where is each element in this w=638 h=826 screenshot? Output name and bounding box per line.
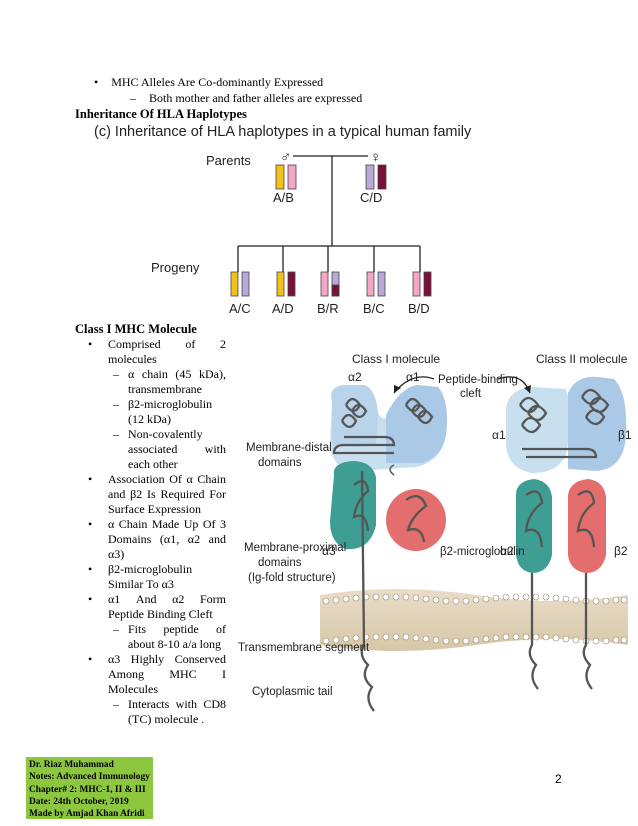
progeny-label-5: B/D bbox=[408, 301, 430, 316]
intro-bullet-text: MHC Alleles Are Co-dominantly Expressed bbox=[111, 75, 324, 89]
list-item: α3 Highly Conserved Among MHC I Molecule… bbox=[86, 652, 226, 697]
haplotype-figure: (c) Inheritance of HLA haplotypes in a t… bbox=[94, 124, 472, 316]
class2-molecule bbox=[506, 376, 627, 690]
class1-title: Class I molecule bbox=[352, 352, 440, 366]
parents-label: Parents bbox=[206, 153, 251, 168]
father-chromosomes bbox=[275, 164, 297, 190]
progeny-label-2: A/D bbox=[272, 301, 294, 316]
class2-beta2-label: β2 bbox=[614, 544, 628, 558]
male-icon: ♂ bbox=[280, 149, 291, 166]
alpha2-label: α2 bbox=[348, 370, 362, 384]
intro-bullet: • MHC Alleles Are Co-dominantly Expresse… bbox=[94, 75, 323, 90]
intro-sub-text: Both mother and father alleles are expre… bbox=[149, 91, 363, 105]
class2-beta1-label: β1 bbox=[618, 428, 631, 442]
distal-domains-label-1: Membrane-distal bbox=[246, 442, 332, 454]
list-item: Association Of α Chain and β2 Is Require… bbox=[86, 472, 226, 517]
haplotype-figure-title: (c) Inheritance of HLA haplotypes in a t… bbox=[94, 124, 472, 140]
progeny-label-3: B/R bbox=[317, 301, 339, 316]
progeny-label-1: A/C bbox=[229, 301, 251, 316]
author-footer: Dr. Riaz Muhammad Notes: Advanced Immuno… bbox=[26, 757, 153, 819]
footer-line: Chapter# 2: MHC-1, II & III bbox=[29, 784, 146, 795]
transmembrane-label: Transmembrane segment bbox=[238, 642, 370, 654]
progeny-label-4: B/C bbox=[363, 301, 385, 316]
class2-title: Class II molecule bbox=[536, 352, 628, 366]
father-haplotype-label: A/B bbox=[273, 190, 294, 205]
beta2-microglobulin-label: β2-microglobulin bbox=[440, 546, 525, 558]
dash: – bbox=[130, 91, 136, 105]
list-subitem: α chain (45 kDa), transmembrane bbox=[86, 367, 226, 397]
footer-line: Notes: Advanced Immunology bbox=[29, 772, 150, 783]
alpha1-label: α1 bbox=[406, 370, 420, 384]
page-number: 2 bbox=[555, 772, 562, 786]
class1-bullet-list: Comprised of 2 molecules α chain (45 kDa… bbox=[86, 337, 226, 727]
cytoplasmic-tail-label: Cytoplasmic tail bbox=[252, 686, 333, 698]
peptide-cleft-label-1: Peptide-binding bbox=[438, 374, 518, 386]
bullet-dot: • bbox=[94, 75, 99, 89]
list-item: α Chain Made Up Of 3 Domains (α1, α2 and… bbox=[86, 517, 226, 562]
distal-domains-label-2: domains bbox=[258, 457, 302, 469]
list-item: β2-microglobulin Similar To α3 bbox=[86, 562, 226, 592]
progeny-label: Progeny bbox=[151, 260, 200, 275]
section-heading-inheritance: Inheritance Of HLA Haplotypes bbox=[75, 107, 247, 121]
cell-membrane bbox=[320, 589, 628, 651]
list-subitem: Interacts with CD8 (TC) molecule . bbox=[86, 697, 226, 727]
class1-molecule bbox=[330, 385, 447, 712]
mother-chromosomes bbox=[365, 164, 387, 190]
footer-line: Date: 24th October, 2019 bbox=[29, 796, 129, 807]
mother-haplotype-label: C/D bbox=[360, 190, 382, 205]
female-icon: ♀ bbox=[370, 149, 381, 166]
progeny-chromosomes bbox=[230, 271, 432, 297]
intro-sub: – Both mother and father alleles are exp… bbox=[130, 91, 362, 106]
list-subitem: Fits peptide of about 8-10 a/a long bbox=[86, 622, 226, 652]
proximal-domains-label-1: Membrane-proximal bbox=[244, 542, 346, 554]
class2-alpha1-label: α1 bbox=[492, 428, 506, 442]
peptide-cleft-label-2: cleft bbox=[460, 388, 482, 400]
footer-line: Made by Amjad Khan Afridi bbox=[29, 809, 145, 820]
proximal-domains-label-3: (Ig-fold structure) bbox=[248, 572, 336, 584]
alpha3-label: α3 bbox=[322, 544, 336, 558]
list-item: Comprised of 2 molecules bbox=[86, 337, 226, 367]
list-subitem: β2-microglobulin (12 kDa) bbox=[86, 397, 226, 427]
footer-line: Dr. Riaz Muhammad bbox=[29, 760, 114, 770]
proximal-domains-label-2: domains bbox=[258, 557, 302, 569]
list-subitem: Non-covalently associated with each othe… bbox=[86, 427, 226, 472]
mhc-structure-figure: Class I molecule Class II molecule Pepti… bbox=[238, 352, 631, 712]
section-heading-class1: Class I MHC Molecule bbox=[75, 322, 197, 336]
class2-alpha2-label: α2 bbox=[500, 544, 514, 558]
list-item: α1 And α2 Form Peptide Binding Cleft bbox=[86, 592, 226, 622]
